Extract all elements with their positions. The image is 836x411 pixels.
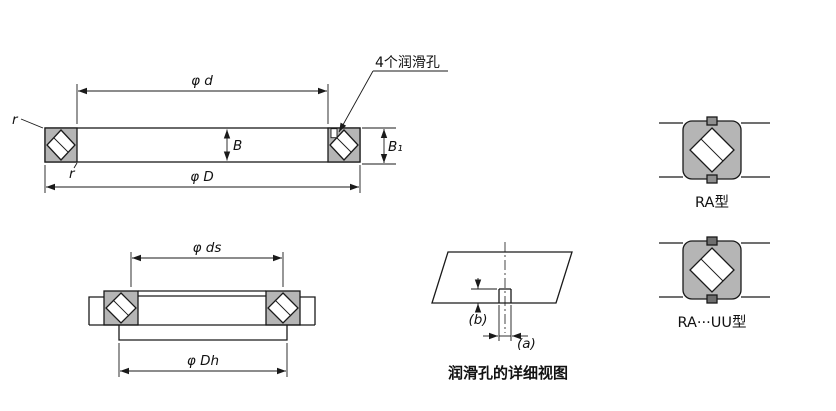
ring-wall-section: [431, 251, 573, 304]
lube-note-leader: [338, 70, 374, 133]
dim-B1-extension-lines: [362, 127, 396, 165]
dim-ds-label: φ ds: [193, 240, 222, 256]
type-ra-label: RA型: [695, 194, 729, 211]
bottom-plug: [706, 174, 718, 184]
chamfer-bottom-leader: [73, 162, 78, 169]
dim-a-extension-lines: [498, 305, 512, 341]
chamfer-top-leader: [20, 118, 44, 129]
dim-D-extension-lines: [44, 165, 361, 193]
bottom-seal: [706, 294, 718, 304]
dim-a-label: (a): [517, 336, 536, 352]
bearing-ring-section: [44, 127, 361, 163]
lube-hole-detail-view: (b) (a) 润滑孔的详细视图: [431, 242, 573, 382]
ring-face-lines: [659, 242, 770, 298]
chamfer-top-label: r: [12, 112, 19, 128]
roller-seam: [700, 258, 724, 282]
lube-hole-outline: [498, 288, 512, 303]
inner-ring-top-lines: [138, 290, 266, 297]
type-ra-figure: RA型: [659, 116, 770, 211]
top-seal: [706, 236, 718, 246]
type-ra-uu-label: RA···UU型: [678, 314, 747, 331]
detail-caption: 润滑孔的详细视图: [448, 364, 568, 382]
chamfer-bottom-label: r: [69, 166, 76, 182]
top-plug: [706, 116, 718, 126]
mounted-section-view: φ ds φ Dh: [88, 240, 316, 377]
dim-Dh-extension-lines: [118, 343, 288, 377]
dim-ds-extension-lines: [130, 252, 284, 287]
dim-Dh-label: φ Dh: [187, 353, 219, 369]
ring-face-lines: [659, 122, 770, 178]
mount-flange-outline: [118, 325, 288, 341]
lube-hole-mark: [330, 128, 338, 139]
dim-B-label: B: [233, 138, 242, 154]
dim-b-label: (b): [468, 312, 487, 328]
dim-d-label: φ d: [191, 73, 213, 89]
dim-D-label: φ D: [190, 169, 214, 185]
lube-note-label: 4个润滑孔: [375, 54, 440, 71]
right-roller-seam: [336, 137, 352, 153]
dim-d-extension-lines: [76, 84, 329, 124]
roller-seam: [700, 138, 724, 162]
type-ra-uu-figure: RA···UU型: [659, 236, 770, 331]
left-roller-seam: [53, 137, 69, 153]
dim-B1-label: B₁: [388, 139, 403, 155]
left-roller-seam: [112, 299, 130, 317]
right-roller-seam: [274, 299, 292, 317]
outer-ring-steps: [88, 296, 316, 325]
front-section-view: φ d φ D B B₁ r r 4个润滑孔: [12, 54, 448, 193]
